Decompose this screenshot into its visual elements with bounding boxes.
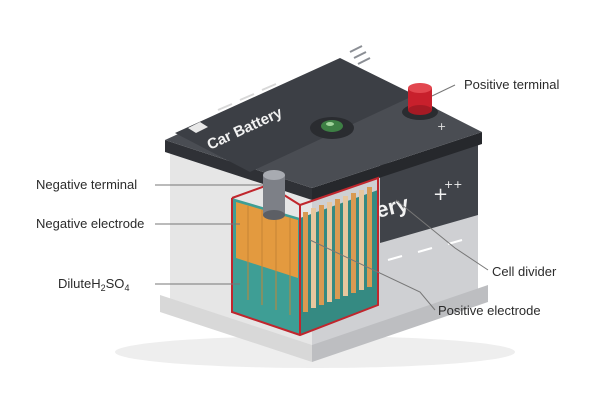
negative-terminal-top <box>263 170 285 180</box>
vent-line <box>357 57 371 65</box>
case-base-side <box>312 285 488 362</box>
electrolyte-sub2: 4 <box>124 283 130 293</box>
label-cell-divider: Cell divider <box>492 264 557 279</box>
plate <box>367 187 372 287</box>
label-positive-terminal: Positive terminal <box>464 77 560 92</box>
cutaway-outline <box>231 176 379 337</box>
label-positive-electrode: Positive electrode <box>438 303 541 318</box>
positive-terminal-cap-top <box>408 83 432 93</box>
plus-small-icon: ++ <box>444 178 462 191</box>
leader-lines <box>155 84 489 311</box>
front-plate-lines <box>247 206 291 315</box>
lid-indicator <box>188 122 208 133</box>
negative-terminal-post <box>263 175 285 215</box>
side-dash <box>387 255 403 261</box>
positive-terminal-cap-bottom <box>408 105 432 115</box>
lid-raised-section <box>175 58 415 172</box>
lid-dash <box>239 93 255 101</box>
plate <box>343 196 348 296</box>
electrode-plates <box>303 187 372 312</box>
vent-line <box>349 45 363 53</box>
leader-positive-electrode <box>309 239 436 311</box>
negative-terminal-bottom <box>263 210 285 220</box>
lid-side-edge <box>312 132 482 200</box>
plus-icon: + <box>433 184 448 205</box>
electrolyte-sub1: 2 <box>100 283 106 293</box>
plate <box>359 190 364 290</box>
plate <box>319 205 324 305</box>
plate <box>351 193 356 293</box>
electrolyte-mid: SO <box>105 276 125 291</box>
plate <box>335 199 340 299</box>
positive-mark-icon: + <box>437 120 446 133</box>
charge-indicator-highlight <box>326 122 334 126</box>
leader-positive-terminal <box>431 84 456 97</box>
plate <box>303 212 308 312</box>
negative-plate-block <box>236 202 298 278</box>
electrolyte-prefix: DiluteH <box>58 276 101 291</box>
charge-indicator-eye <box>321 120 343 132</box>
label-electrolyte: DiluteH2SO4 <box>58 276 130 293</box>
lid-dash <box>261 83 277 91</box>
vent-line <box>353 51 367 59</box>
side-dash <box>447 239 463 245</box>
side-dash <box>417 247 433 253</box>
plate <box>327 202 332 302</box>
label-negative-terminal: Negative terminal <box>36 177 138 192</box>
case-base-front <box>160 295 312 362</box>
plate <box>311 208 316 308</box>
lid-dash <box>217 103 233 111</box>
leader-cell-divider <box>395 199 489 271</box>
label-negative-electrode: Negative electrode <box>36 216 145 231</box>
positive-terminal-cap <box>408 88 432 110</box>
